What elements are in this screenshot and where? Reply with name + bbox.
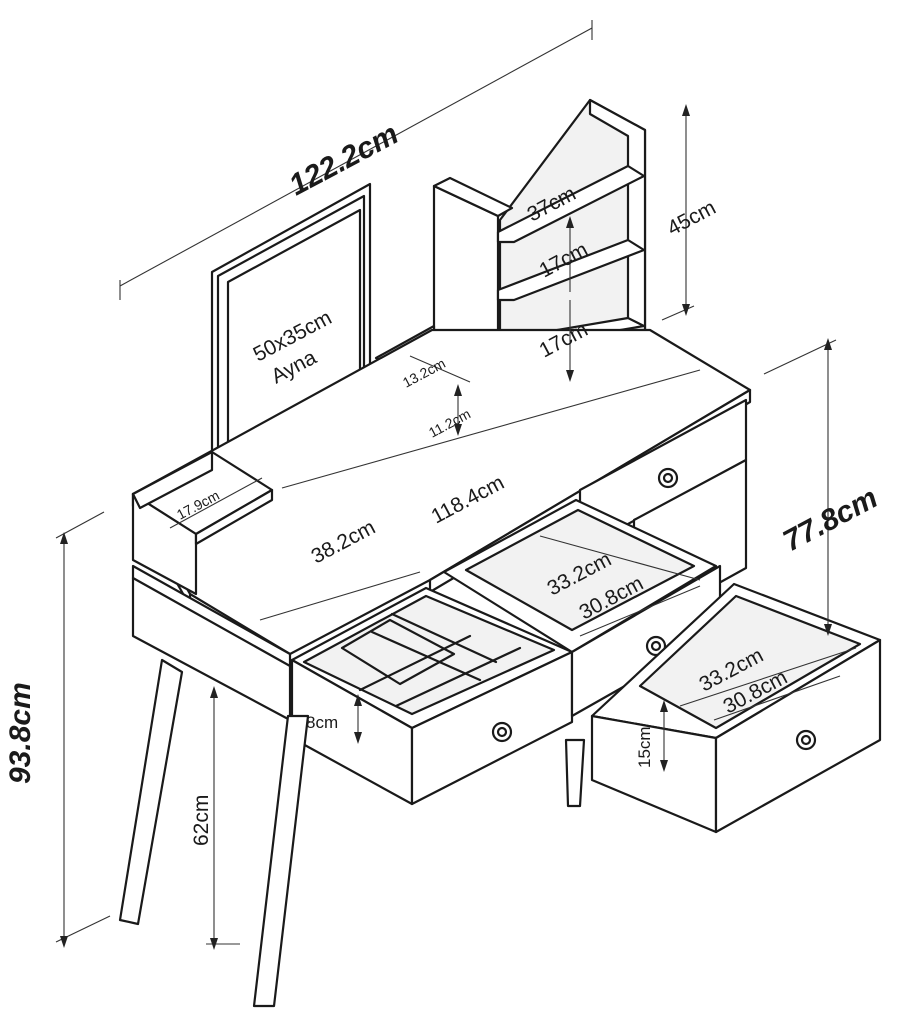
label-leg-height: 62cm	[190, 795, 213, 846]
top-right-drawer-knob	[657, 467, 679, 489]
left-compartment	[131, 450, 274, 596]
front-left-leg	[118, 658, 184, 926]
label-table-height: 77.8cm	[778, 481, 883, 558]
drawer-right-knob	[795, 729, 817, 751]
drawer-middle-knob	[645, 635, 667, 657]
label-drawer-small-height: 8cm	[306, 713, 338, 732]
label-shelf-height: 45cm	[664, 196, 720, 240]
label-total-height: 93.8cm	[4, 682, 37, 784]
drawer-left-knob	[491, 721, 513, 743]
label-drawer-large-height: 15cm	[635, 726, 654, 768]
drawer-middle	[442, 498, 722, 718]
dimension-lines	[55, 20, 857, 945]
drawer-left	[290, 586, 574, 806]
back-right-leg	[564, 738, 586, 808]
label-total-width: 122.2cm	[284, 117, 404, 202]
front-middle-leg	[252, 714, 310, 1008]
arrowheads	[60, 104, 832, 950]
